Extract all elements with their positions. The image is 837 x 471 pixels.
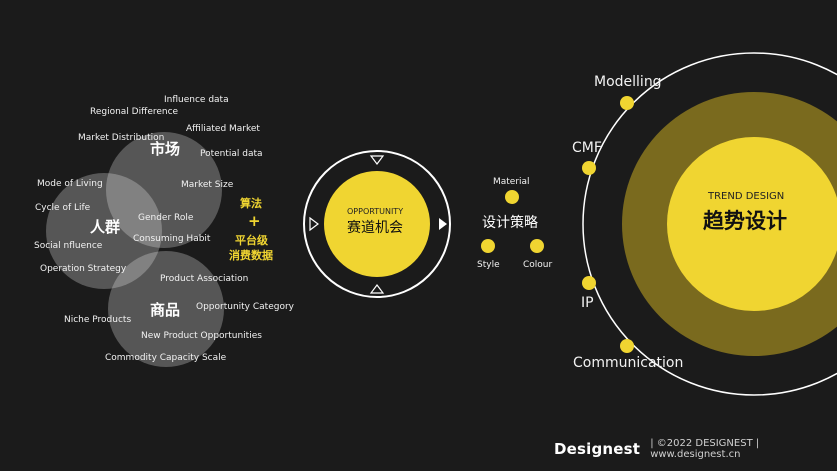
trend-core <box>667 137 837 311</box>
material-dot <box>505 190 519 204</box>
product-item-niche-products: Niche Products <box>64 315 132 325</box>
market-item-market-distribution: Market Distribution <box>78 133 165 143</box>
triangle-down-icon <box>369 155 385 165</box>
market-item-influence-data: Influence data <box>164 95 229 105</box>
market-item-potential-data: Potential data <box>200 149 263 159</box>
style-label: Style <box>477 260 500 270</box>
opportunity-outer-ring <box>303 150 451 298</box>
algorithm-label: 算法 <box>240 197 262 210</box>
orbit-label-cmf: CMF <box>572 140 602 156</box>
colour-dot <box>530 239 544 253</box>
people-bubble <box>46 173 162 289</box>
consumer-data-label: 消费数据 <box>229 249 273 262</box>
product-item-product-association: Product Association <box>160 274 249 284</box>
orbit-label-communication: Communication <box>573 355 684 371</box>
market-bubble <box>106 132 222 248</box>
trend-orbit-ring <box>582 52 837 396</box>
orbit-label-modelling: Modelling <box>594 74 662 90</box>
brand-logo: Designest <box>554 440 641 458</box>
product-title: 商品 <box>150 301 181 319</box>
opportunity-label-en: OPPORTUNITY <box>347 207 404 216</box>
triangle-up-icon <box>369 284 385 294</box>
platform-label: 平台级 <box>235 234 268 247</box>
material-label: Material <box>493 177 530 187</box>
market-title: 市场 <box>150 140 181 158</box>
people-item-cycle-of-life: Cycle of Life <box>35 203 91 213</box>
cmf-dot <box>582 161 596 175</box>
people-item-operation-strategy: Operation Strategy <box>40 264 127 274</box>
communication-dot <box>620 339 634 353</box>
opportunity-label-cn: 赛道机会 <box>347 220 403 236</box>
triangle-right-outline-icon <box>309 216 319 232</box>
people-item-gender-role: Gender Role <box>138 213 194 223</box>
opportunity-core <box>324 171 430 277</box>
arrow-right-filled-icon <box>439 218 447 230</box>
people-item-social-influence: Social nfluence <box>34 241 103 251</box>
trend-label-cn: 趋势设计 <box>703 209 787 233</box>
colour-label: Colour <box>523 260 553 270</box>
product-item-commodity-capacity-scale: Commodity Capacity Scale <box>105 353 227 363</box>
people-item-mode-of-living: Mode of Living <box>37 179 103 189</box>
footer: Designest | ©2022 DESIGNEST | www.design… <box>554 438 837 460</box>
style-dot <box>481 239 495 253</box>
market-item-market-size: Market Size <box>181 180 234 190</box>
trend-label-en: TREND DESIGN <box>708 191 785 202</box>
plus-sign: + <box>248 212 261 230</box>
people-item-consuming-habit: Consuming Habit <box>133 234 211 244</box>
market-item-regional-difference: Regional Difference <box>90 107 179 117</box>
modelling-dot <box>620 96 634 110</box>
people-title: 人群 <box>90 218 121 236</box>
product-item-opportunity-category: Opportunity Category <box>196 302 294 312</box>
orbit-label-ip: IP <box>581 295 594 311</box>
footer-copyright: | ©2022 DESIGNEST | www.designest.cn <box>650 438 760 460</box>
market-item-affiliated-market: Affiliated Market <box>186 124 260 134</box>
product-bubble <box>108 251 224 367</box>
product-item-new-product-opportunities: New Product Opportunities <box>141 331 262 341</box>
design-strategy-title: 设计策略 <box>482 215 538 231</box>
ip-dot <box>582 276 596 290</box>
